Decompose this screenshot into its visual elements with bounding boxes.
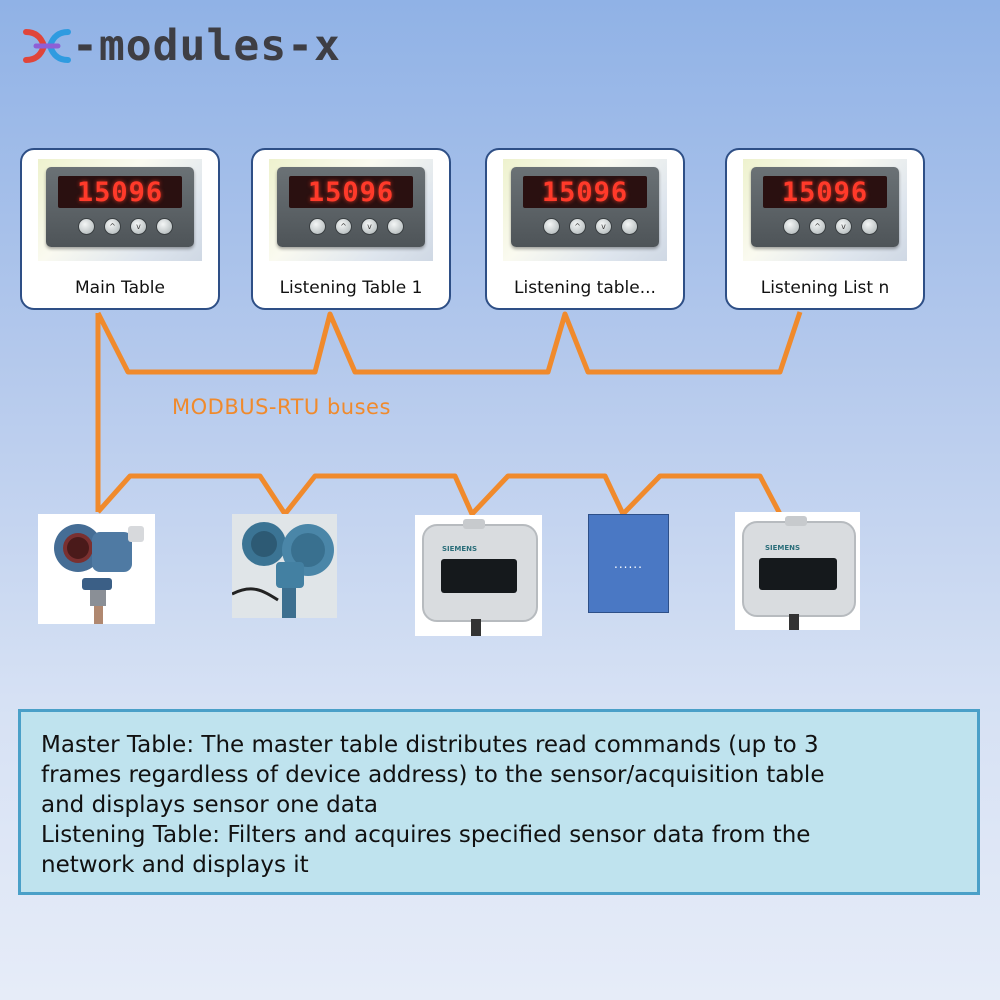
panel-meter-image: 15096 ^ v (38, 159, 202, 261)
meter-key-down-icon: v (595, 218, 612, 235)
meter-reading: 15096 (307, 176, 395, 208)
description-line: network and displays it (41, 852, 309, 878)
sensor-placeholder-box[interactable]: ...... (588, 514, 669, 613)
meter-key-up-icon: ^ (335, 218, 352, 235)
meter-key-set-icon (309, 218, 326, 235)
meter-key-down-icon: v (130, 218, 147, 235)
meter-card-listening-n[interactable]: 15096 ^ v Listening List n (725, 148, 925, 310)
top-bus-wire (95, 311, 803, 375)
room-sensor-icon (735, 512, 860, 630)
meter-reading: 15096 (76, 176, 164, 208)
meter-key-ok-icon (861, 218, 878, 235)
meter-label: Listening List n (760, 278, 890, 298)
sensor-brand-label: SIEMENS (442, 545, 478, 553)
panel-meter-image: 15096 ^ v (743, 159, 907, 261)
sensor-pressure-transmitter-2[interactable] (232, 514, 337, 618)
sensor-room-sensor-2[interactable]: SIEMENS (735, 512, 860, 630)
meter-label: Listening table... (514, 278, 656, 298)
meter-key-down-icon: v (361, 218, 378, 235)
meter-reading: 15096 (541, 176, 629, 208)
meter-key-up-icon: ^ (104, 218, 121, 235)
meter-key-set-icon (543, 218, 560, 235)
meter-key-ok-icon (621, 218, 638, 235)
brand-mark-icon (23, 29, 71, 63)
sensor-brand-label: SIEMENS (765, 544, 801, 552)
sensor-room-sensor-1[interactable]: SIEMENS (415, 515, 542, 636)
description-box: Master Table: The master table distribut… (18, 709, 980, 895)
bus-label: MODBUS-RTU buses (172, 395, 391, 419)
placeholder-ellipsis: ...... (614, 557, 643, 571)
sensor-bus-wire (96, 473, 783, 517)
meter-card-listening-etc[interactable]: 15096 ^ v Listening table... (485, 148, 685, 310)
panel-meter-image: 15096 ^ v (503, 159, 667, 261)
brand-name: -modules-x (72, 21, 341, 71)
sensor-pressure-transmitter-1[interactable] (38, 514, 155, 624)
meter-label: Main Table (75, 278, 165, 298)
description-line: Master Table: The master table distribut… (41, 732, 819, 758)
panel-meter-image: 15096 ^ v (269, 159, 433, 261)
meter-key-ok-icon (156, 218, 173, 235)
room-sensor-icon (415, 515, 542, 636)
meter-key-up-icon: ^ (809, 218, 826, 235)
meter-card-listening-1[interactable]: 15096 ^ v Listening Table 1 (251, 148, 451, 310)
brand-logo: -modules-x (22, 22, 341, 70)
meter-key-ok-icon (387, 218, 404, 235)
pressure-transmitter-icon (38, 514, 155, 624)
meter-key-up-icon: ^ (569, 218, 586, 235)
meter-card-main[interactable]: 15096 ^ v Main Table (20, 148, 220, 310)
meter-key-down-icon: v (835, 218, 852, 235)
meter-key-set-icon (783, 218, 800, 235)
description-line: Listening Table: Filters and acquires sp… (41, 822, 811, 848)
meter-reading: 15096 (781, 176, 869, 208)
meter-label: Listening Table 1 (279, 278, 423, 298)
pressure-transmitter-icon (232, 514, 337, 618)
description-line: and displays sensor one data (41, 792, 378, 818)
description-line: frames regardless of device address) to … (41, 762, 825, 788)
meter-key-set-icon (78, 218, 95, 235)
